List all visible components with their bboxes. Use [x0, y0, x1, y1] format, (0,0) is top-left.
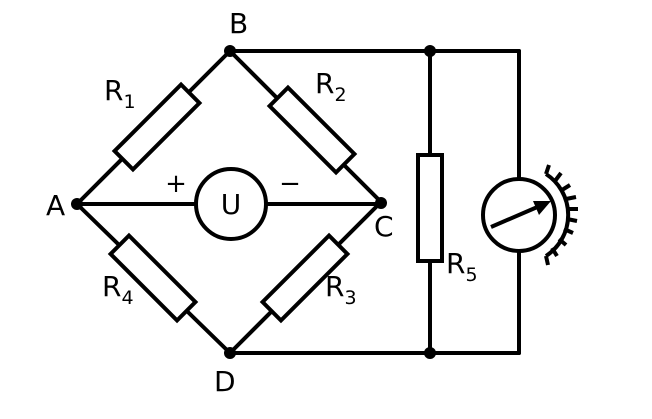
resistor-r1-label: R1: [104, 74, 136, 113]
source-label: U: [221, 188, 242, 221]
meter-scale-arc: [544, 172, 571, 258]
node-a-dot: [71, 198, 83, 210]
source-plus-sign: +: [165, 169, 187, 199]
node-b-label: B: [229, 7, 248, 40]
resistor-r3-body: [259, 232, 351, 324]
voltage-source: U + −: [165, 167, 301, 241]
resistor-r4-body: [107, 232, 199, 324]
resistor-r5-label: R5: [446, 247, 478, 286]
node-b-dot: [224, 45, 236, 57]
node-d-label: D: [214, 365, 236, 398]
node-a-label: A: [46, 189, 65, 222]
node-d-dot: [224, 347, 236, 359]
node-c-dot: [375, 197, 387, 209]
junction-bottom-dot: [424, 347, 436, 359]
resistor-r1-body: [111, 81, 203, 173]
galvanometer-icon: [481, 164, 578, 266]
junctions: [71, 45, 436, 359]
resistor-r2-label: R2: [315, 67, 347, 106]
node-c-label: C: [374, 210, 394, 243]
resistor-r5-body: [416, 153, 444, 263]
source-minus-sign: −: [279, 169, 301, 199]
resistor-r4-label: R4: [102, 270, 134, 309]
junction-top-dot: [424, 45, 436, 57]
meter-scale-ticks: [544, 164, 578, 266]
resistor-r3-label: R3: [325, 270, 357, 309]
meter-needle: [490, 203, 543, 229]
resistor-r2-body: [266, 84, 358, 176]
source-circle: [194, 167, 268, 241]
meter-needle-arrow-icon: [533, 201, 551, 215]
